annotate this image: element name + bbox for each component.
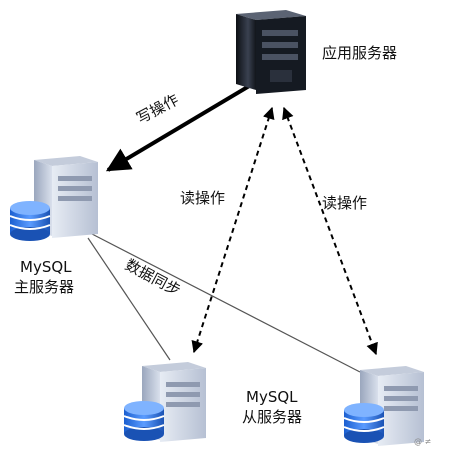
slave-right-database-icon <box>343 403 385 443</box>
slave-left-database-icon <box>123 401 165 441</box>
app-server-icon <box>236 10 306 94</box>
master-server-icon <box>9 156 98 241</box>
sync-label: 数据同步 <box>122 256 183 300</box>
slave-server-left-icon <box>123 362 206 442</box>
write-arrow <box>105 80 258 172</box>
slave-label-line2: 从服务器 <box>242 408 302 426</box>
read-arrow-left <box>191 106 275 354</box>
master-database-icon <box>9 201 51 241</box>
sync-line-left <box>87 237 171 361</box>
read-arrow-right <box>282 106 378 356</box>
write-label: 写操作 <box>133 91 181 128</box>
read-right-label: 读操作 <box>322 194 367 212</box>
read-left-label: 读操作 <box>180 189 225 207</box>
slave-label-line1: MySQL <box>246 388 298 406</box>
master-label-line1: MySQL <box>20 258 72 276</box>
slave-server-right-icon <box>343 366 424 446</box>
watermark: @ ≠ <box>414 437 431 446</box>
master-label-line2: 主服务器 <box>14 278 74 296</box>
app-server-label: 应用服务器 <box>322 44 397 62</box>
